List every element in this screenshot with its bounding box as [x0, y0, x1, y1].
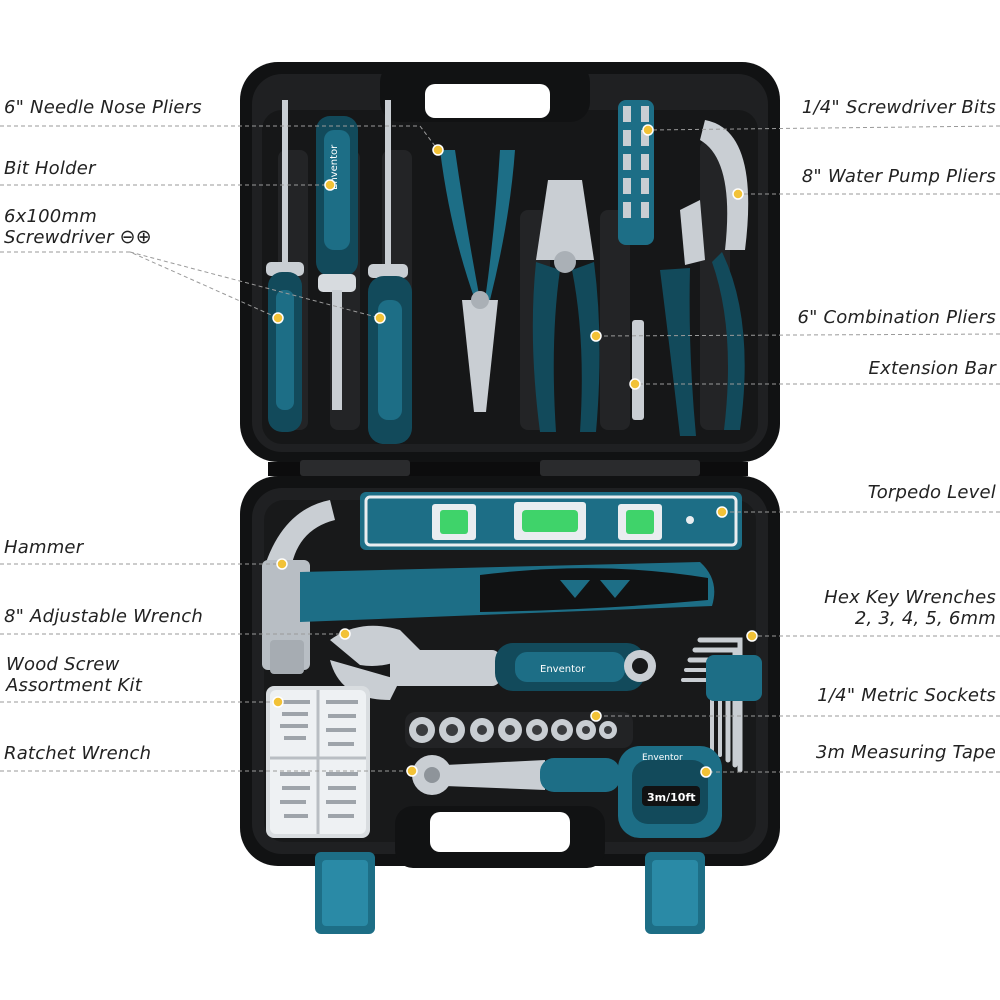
needle-nose-pliers-tool — [440, 150, 515, 412]
callout-label: 1/4" Metric Sockets — [817, 685, 996, 706]
callout-label: 6" Needle Nose Pliers — [4, 97, 202, 118]
hammer-tool — [262, 500, 715, 674]
case-latch-right — [645, 852, 705, 934]
callout-combination-pliers: 6" Combination Pliers — [797, 307, 996, 328]
callout-label: 6x100mm — [4, 206, 97, 227]
callout-metric-sockets: 1/4" Metric Sockets — [817, 685, 996, 706]
combination-pliers-tool — [532, 180, 600, 432]
callout-label-line2: Assortment Kit — [6, 675, 142, 696]
torpedo-level-tool — [360, 492, 742, 550]
brand-text: Enventor — [329, 144, 340, 190]
callout-hex-key-wrenches: Hex Key Wrenches 2, 3, 4, 5, 6mm — [824, 587, 996, 629]
callout-label: Torpedo Level — [867, 482, 996, 503]
callout-torpedo-level: Torpedo Level — [868, 482, 996, 503]
water-pump-pliers-tool — [660, 120, 749, 436]
callout-screwdriver-bits: 1/4" Screwdriver Bits — [802, 97, 996, 118]
tape-brand-text: Enventor — [642, 753, 683, 763]
callout-ratchet-wrench: Ratchet Wrench — [4, 743, 151, 764]
tape-size-label: 3m/10ft — [647, 791, 696, 804]
callout-label: Wood Screw — [6, 654, 120, 675]
extension-bar-tool — [632, 320, 644, 420]
hex-key-set — [681, 637, 762, 773]
callout-label: Ratchet Wrench — [4, 743, 152, 764]
callout-adjustable-wrench: 8" Adjustable Wrench — [4, 606, 203, 627]
callout-markers — [272, 124, 758, 778]
callout-water-pump-pliers: 8" Water Pump Pliers — [802, 166, 996, 187]
screwdriver-bits-strip — [618, 100, 654, 245]
callout-label: 6" Combination Pliers — [797, 307, 996, 328]
callout-label: Extension Bar — [868, 358, 996, 379]
leader-lines — [0, 125, 1000, 773]
adjustable-wrench-tool: Enventor — [330, 625, 656, 700]
case-hinge — [268, 460, 748, 476]
callout-label: 8" Water Pump Pliers — [801, 166, 996, 187]
callout-bit-holder: Bit Holder — [4, 158, 96, 179]
callout-needle-nose-pliers: 6" Needle Nose Pliers — [4, 97, 202, 118]
callout-screwdriver: 6x100mm Screwdriver ⊖⊕ — [4, 206, 152, 248]
callout-label-line2: 2, 3, 4, 5, 6mm — [854, 608, 996, 629]
metric-socket-row — [405, 712, 633, 748]
slotted-phillips-icon: ⊖⊕ — [119, 226, 152, 248]
callout-extension-bar: Extension Bar — [869, 358, 996, 379]
callout-wood-screw-kit: Wood Screw Assortment Kit — [6, 654, 142, 696]
callout-measuring-tape: 3m Measuring Tape — [816, 742, 996, 763]
callout-label-line2: Screwdriver — [4, 227, 114, 248]
callout-label: Bit Holder — [4, 158, 96, 179]
callout-label: Hex Key Wrenches — [824, 587, 996, 608]
wood-screw-box — [266, 686, 370, 838]
callout-label: Hammer — [4, 537, 84, 558]
bit-holder-tool: Enventor — [316, 116, 358, 410]
case-latch-left — [315, 852, 375, 934]
callout-label: 1/4" Screwdriver Bits — [801, 97, 996, 118]
measuring-tape-tool: Enventor 3m/10ft — [618, 746, 722, 838]
brand-text: Enventor — [540, 664, 586, 675]
callout-hammer: Hammer — [4, 537, 83, 558]
callout-label: 3m Measuring Tape — [815, 742, 996, 763]
callout-label: 8" Adjustable Wrench — [4, 606, 203, 627]
ratchet-wrench-tool — [412, 755, 620, 795]
